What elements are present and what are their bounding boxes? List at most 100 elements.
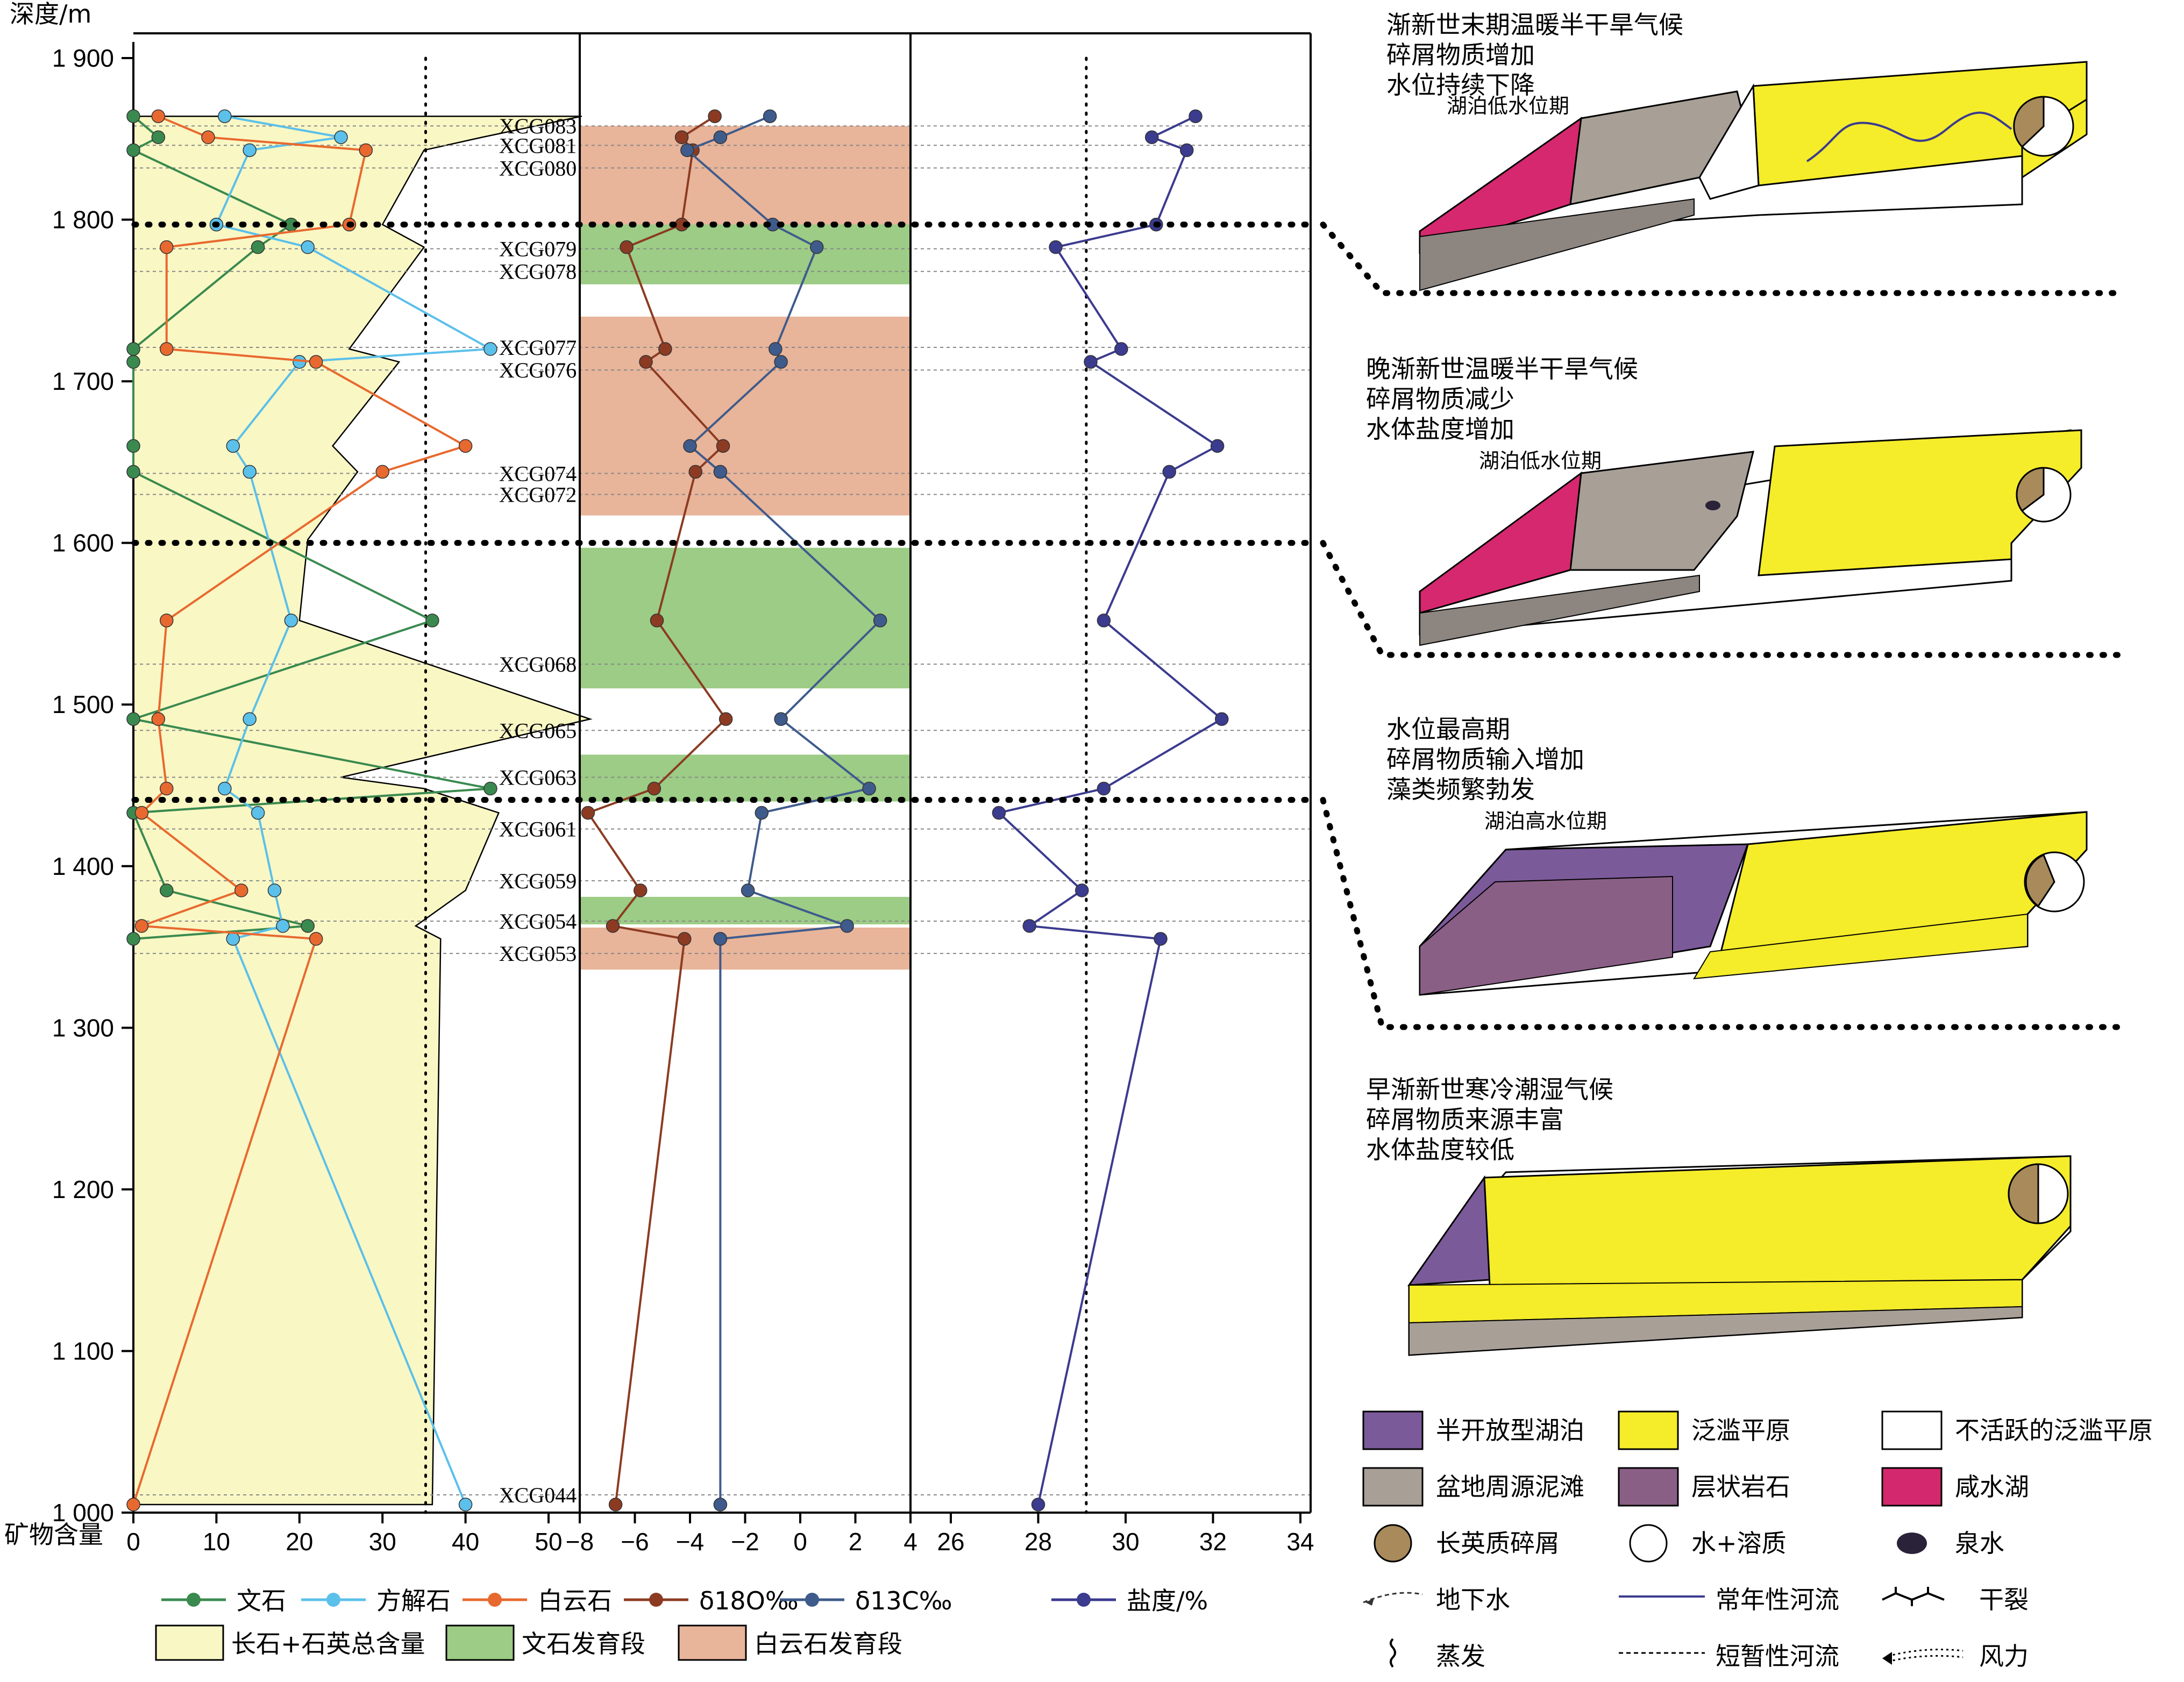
shaded-interval (581, 224, 909, 284)
x-tick-label: 0 (793, 1528, 807, 1556)
data-point (226, 932, 240, 946)
y-tick-label: 1 800 (52, 206, 114, 234)
data-point (126, 439, 140, 453)
data-point (755, 806, 769, 820)
model-text: 碎屑物质减少 (1366, 384, 1514, 414)
map-legend-groundwater (1363, 1592, 1423, 1603)
data-point (1162, 465, 1176, 479)
x-tick-label: 28 (1025, 1528, 1052, 1556)
y-tick-label: 1 400 (52, 852, 114, 880)
data-point (713, 465, 728, 479)
data-point (680, 143, 694, 158)
legend-label: 文石 (237, 1586, 286, 1615)
map-legend-label: 风力 (1979, 1642, 2029, 1671)
sample-label: XCG081 (499, 133, 577, 158)
inactive-floodplain-area (1698, 83, 1760, 200)
x-tick-label: −4 (676, 1528, 704, 1556)
shaded-interval (581, 126, 909, 228)
data-point (301, 240, 315, 254)
data-point (276, 919, 290, 933)
data-point (716, 439, 730, 453)
strata-wedge (1419, 574, 1700, 646)
map-legend-arrowhead (1365, 1598, 1374, 1606)
data-point (243, 465, 257, 479)
sample-label: XCG074 (499, 461, 577, 486)
data-point (1084, 355, 1098, 369)
x-tick-label: 34 (1286, 1528, 1314, 1556)
legend-box (155, 1624, 224, 1661)
data-point (301, 919, 315, 933)
x-tick-label: 0 (126, 1528, 140, 1556)
feldspar-quartz-area (132, 115, 593, 1506)
chart-background-layer (132, 56, 1311, 1514)
x-tick-label: 10 (203, 1528, 230, 1556)
x-tick-label: 40 (452, 1528, 479, 1556)
map-legend-label: 不活跃的泛滥平原 (1955, 1416, 2153, 1445)
map-legend-evap (1390, 1638, 1396, 1668)
map-legend-box (1362, 1410, 1424, 1450)
series-line (997, 115, 1224, 1505)
map-legend-label: 干裂 (1979, 1585, 2029, 1614)
data-point (1114, 342, 1128, 356)
legend-box (678, 1624, 747, 1661)
model-text: 藻类频繁勃发 (1386, 775, 1535, 804)
data-point (458, 1498, 473, 1512)
legend-label: 白云石 (538, 1586, 612, 1615)
legend-dot (187, 1593, 201, 1607)
felsic-clastic-sector (2016, 467, 2045, 512)
legend-dot (326, 1593, 340, 1607)
legend-box (445, 1624, 515, 1661)
mudflat-area (1569, 451, 1754, 571)
data-point (458, 439, 473, 453)
boundary-connector (1320, 222, 2122, 296)
y-tick-label: 1 000 (52, 1499, 114, 1527)
model-text: 早渐新世寒冷潮湿气候 (1366, 1075, 1613, 1104)
data-point (160, 240, 174, 254)
shaded-interval (581, 547, 909, 689)
data-point (708, 109, 722, 123)
y-tick-label: 1 600 (52, 529, 114, 557)
legend-dot (649, 1593, 663, 1607)
data-point (606, 919, 620, 933)
map-legend-label: 常年性河流 (1716, 1585, 1839, 1614)
map-legend-label: 水+溶质 (1691, 1529, 1787, 1558)
sample-label: XCG072 (499, 483, 577, 507)
map-legend-circle (1374, 1524, 1412, 1563)
data-point (1180, 143, 1194, 158)
data-point (126, 355, 140, 369)
sample-label: XCG076 (499, 358, 577, 382)
sample-label: XCG059 (499, 869, 577, 893)
data-point (688, 465, 702, 479)
perennial-river (1806, 111, 2012, 162)
data-point (267, 883, 282, 897)
data-point (243, 143, 257, 158)
data-point (992, 806, 1006, 820)
sample-label: XCG068 (499, 652, 577, 676)
data-point (718, 712, 733, 726)
map-legend-mudcrack (1882, 1587, 1945, 1606)
x-tick-label: 30 (1112, 1528, 1139, 1556)
data-point (678, 932, 692, 946)
x-axis-label: 矿物含量 (4, 1520, 103, 1549)
data-point (713, 130, 728, 145)
data-point (840, 919, 854, 933)
map-legend-label: 半开放型湖泊 (1436, 1416, 1584, 1445)
data-point (674, 130, 689, 145)
data-point (647, 781, 661, 796)
model-text: 水位持续下降 (1386, 70, 1535, 99)
data-point (126, 143, 140, 158)
mudflat-strata (1408, 1306, 2023, 1356)
model-stage-label: 湖泊高水位期 (1484, 809, 1607, 833)
chart-frame-layer (122, 32, 1312, 1523)
sample-label: XCG063 (499, 765, 577, 789)
floodplain-front (1693, 913, 2028, 980)
data-point (234, 883, 248, 897)
data-point (134, 919, 149, 933)
data-point (126, 342, 140, 356)
data-point (309, 932, 323, 946)
y-tick-label: 1 200 (52, 1175, 114, 1203)
legend-label: 文石发育段 (522, 1629, 645, 1658)
sample-label: XCG061 (499, 817, 577, 842)
